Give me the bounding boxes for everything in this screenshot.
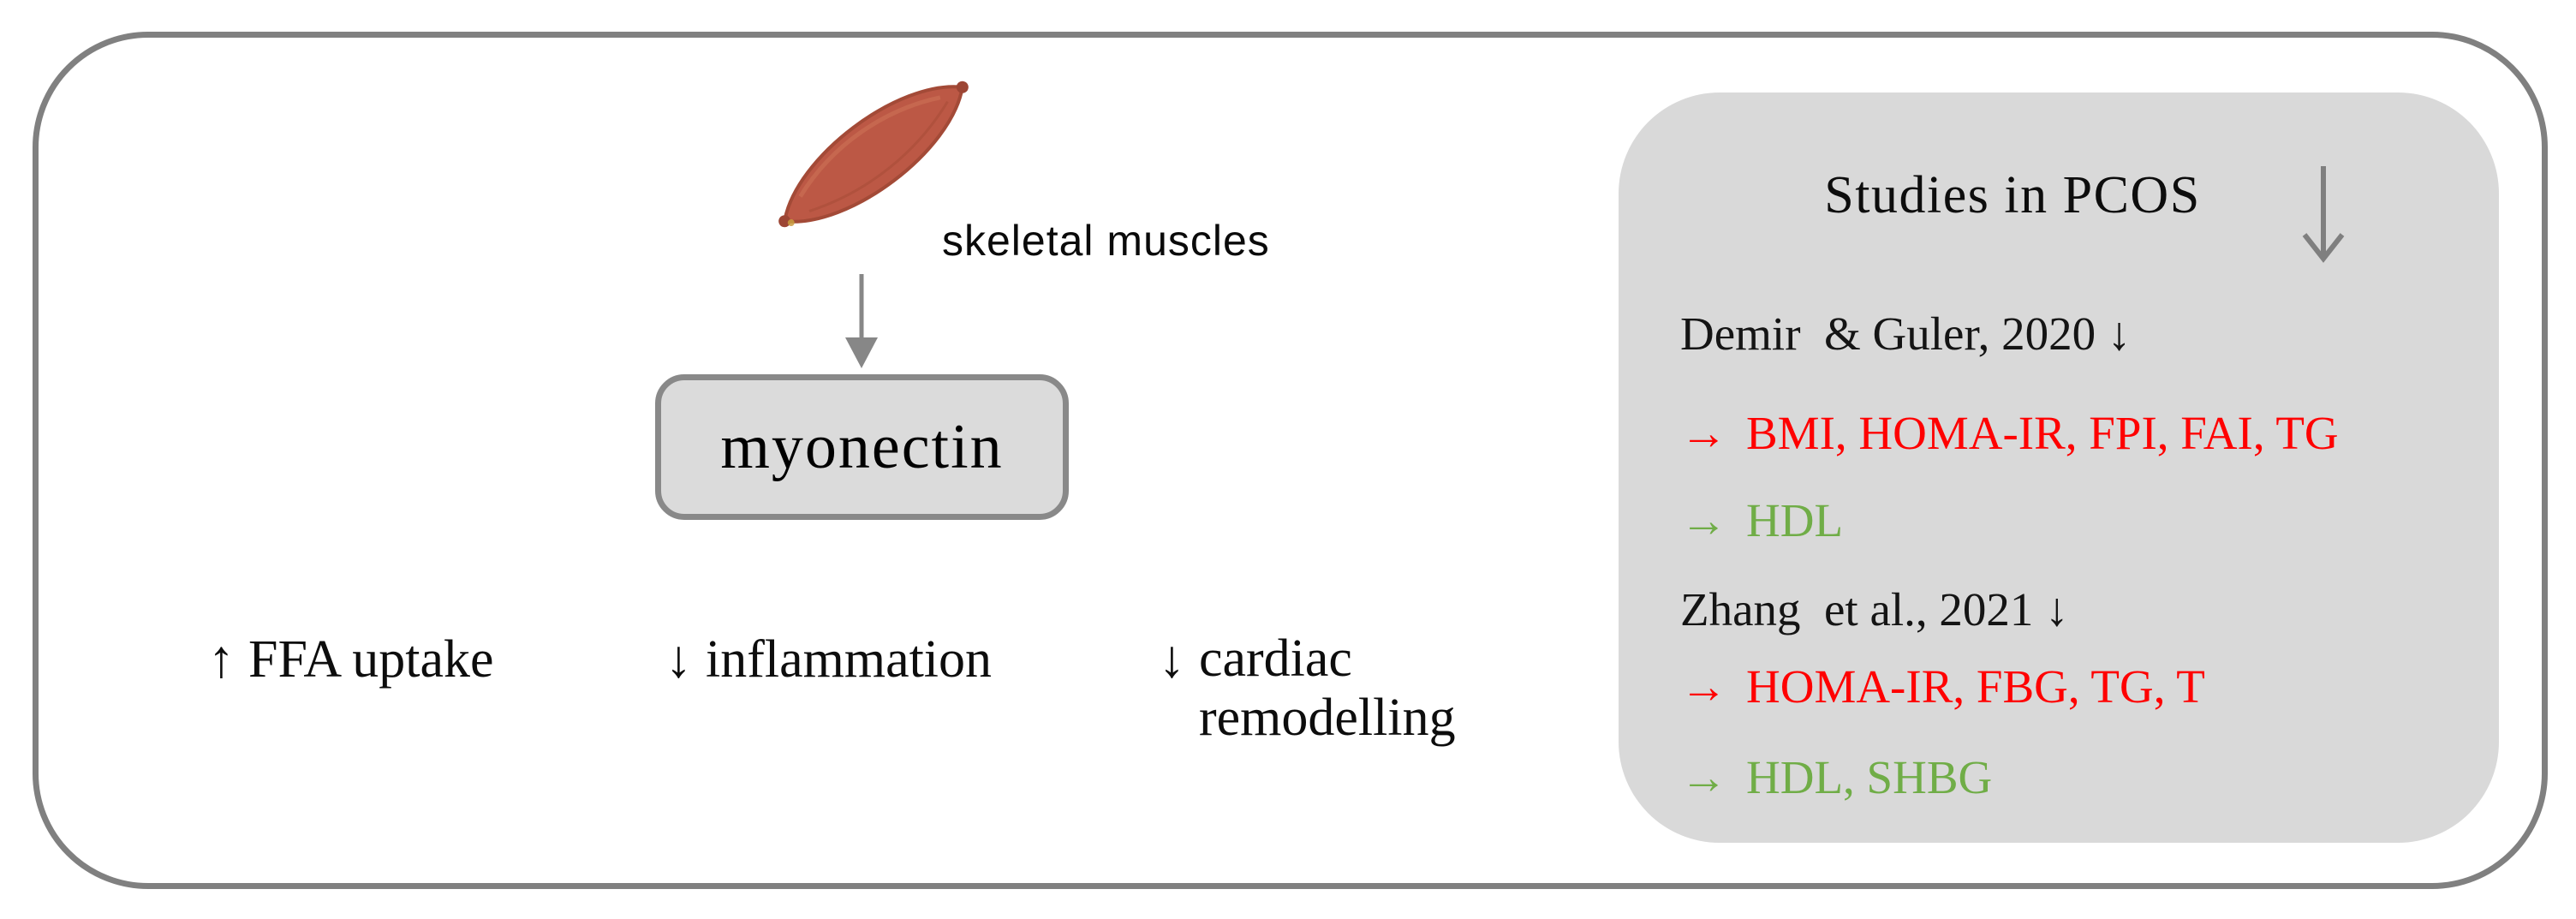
figure-outer-frame — [33, 32, 2548, 889]
skeletal-muscles-label: skeletal muscles — [942, 217, 1270, 265]
study-increased-markers: → BMI, HOMA-IR, FPI, FAI, TG — [1680, 406, 2339, 460]
effect-inflammation: ↓ inflammation — [665, 630, 992, 690]
up-arrow-icon: ↑ — [208, 630, 235, 689]
myonectin-node: myonectin — [655, 374, 1069, 520]
panel-title: Studies in PCOS — [1824, 166, 2201, 224]
myonectin-label: myonectin — [720, 411, 1004, 482]
down-arrow-icon: ↓ — [665, 630, 692, 689]
markers-text: HDL, SHBG — [1746, 751, 1993, 803]
study-decreased-markers: → HDL — [1680, 493, 1843, 547]
right-arrow-icon: → — [1680, 751, 1727, 803]
studies-pcos-panel: Studies in PCOS Demir & Guler, 2020 ↓ → … — [1619, 92, 2499, 843]
right-arrow-icon: → — [1680, 660, 1727, 713]
study-heading: Zhang et al., 2021 ↓ — [1680, 583, 2069, 636]
effect-label: cardiac remodelling — [1199, 630, 1456, 748]
right-arrow-icon: → — [1680, 494, 1727, 546]
effect-ffa-uptake: ↑ FFA uptake — [208, 630, 493, 690]
study-decreased-markers: → HDL, SHBG — [1680, 750, 1992, 804]
effect-cardiac-remodelling: ↓ cardiac remodelling — [1159, 630, 1494, 749]
effect-label: FFA uptake — [248, 630, 494, 689]
effect-label: inflammation — [706, 630, 993, 689]
study-heading: Demir & Guler, 2020 ↓ — [1680, 307, 2132, 360]
markers-text: HOMA-IR, FBG, TG, T — [1746, 660, 2205, 713]
markers-text: BMI, HOMA-IR, FPI, FAI, TG — [1746, 407, 2339, 459]
markers-text: HDL — [1746, 494, 1844, 546]
right-arrow-icon: → — [1680, 407, 1727, 459]
down-arrow-icon: ↓ — [1159, 630, 1185, 689]
skeletal-muscle-icon — [778, 81, 969, 228]
muscle-to-myonectin-arrow-icon — [845, 274, 878, 368]
study-increased-markers: → HOMA-IR, FBG, TG, T — [1680, 659, 2205, 713]
panel-title-down-arrow-icon — [2302, 166, 2345, 263]
